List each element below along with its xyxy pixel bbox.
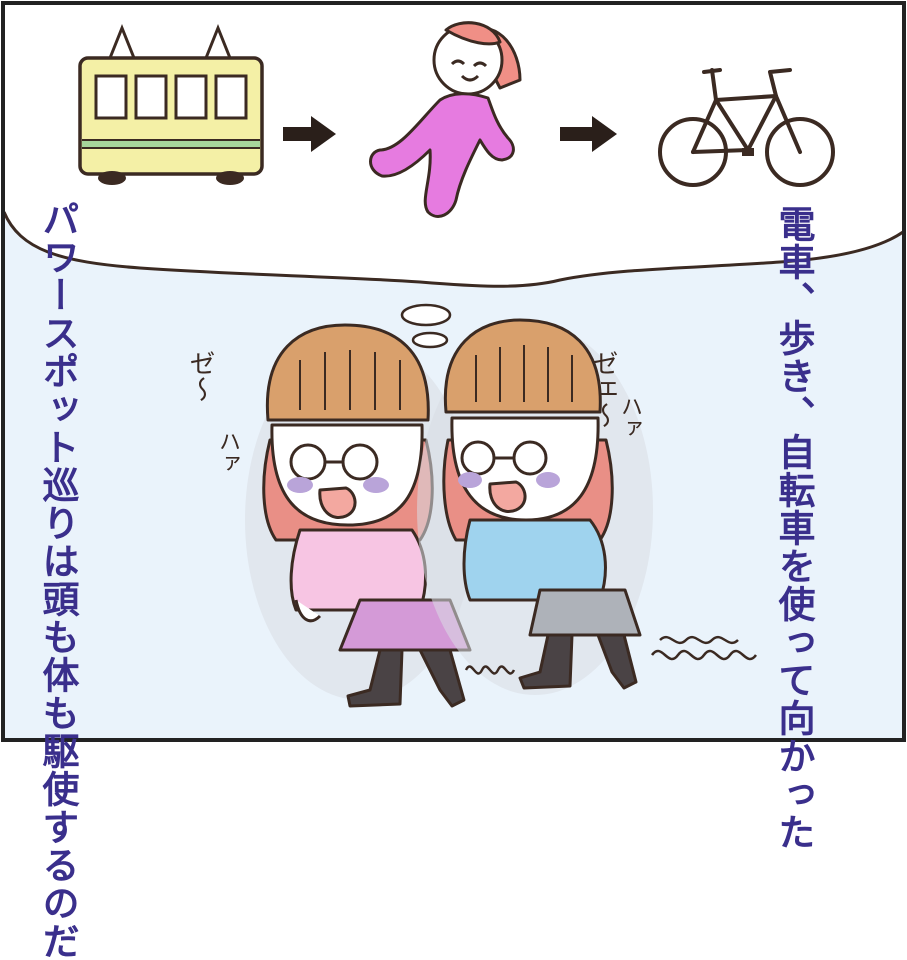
- girl-left-illustration: [245, 323, 475, 708]
- walking-person-icon: [369, 21, 522, 218]
- sfx-right-pant: ゼェ〜: [588, 350, 618, 428]
- comic-panel: [0, 0, 907, 743]
- dust-scribble: [464, 635, 758, 675]
- sfx-left-haa: ハァ: [215, 430, 240, 474]
- narration-right: 電車、歩き、自転車を使って向かった: [772, 205, 815, 851]
- panel-border: [1, 1, 906, 742]
- sfx-left-pant: ゼ〜: [185, 350, 215, 402]
- thought-bubble-dots: [400, 303, 452, 349]
- thought-boundary-line: [2, 211, 904, 288]
- girl-right-illustration: [417, 318, 653, 695]
- train-icon: [78, 23, 264, 185]
- narration-left: パワースポット巡りは頭も体も駆使するのだ: [36, 200, 79, 960]
- arrow-right-icon: [560, 116, 617, 152]
- arrow-right-icon: [283, 116, 336, 152]
- sfx-right-haa: ハァ: [617, 395, 642, 439]
- bicycle-icon: [658, 68, 835, 187]
